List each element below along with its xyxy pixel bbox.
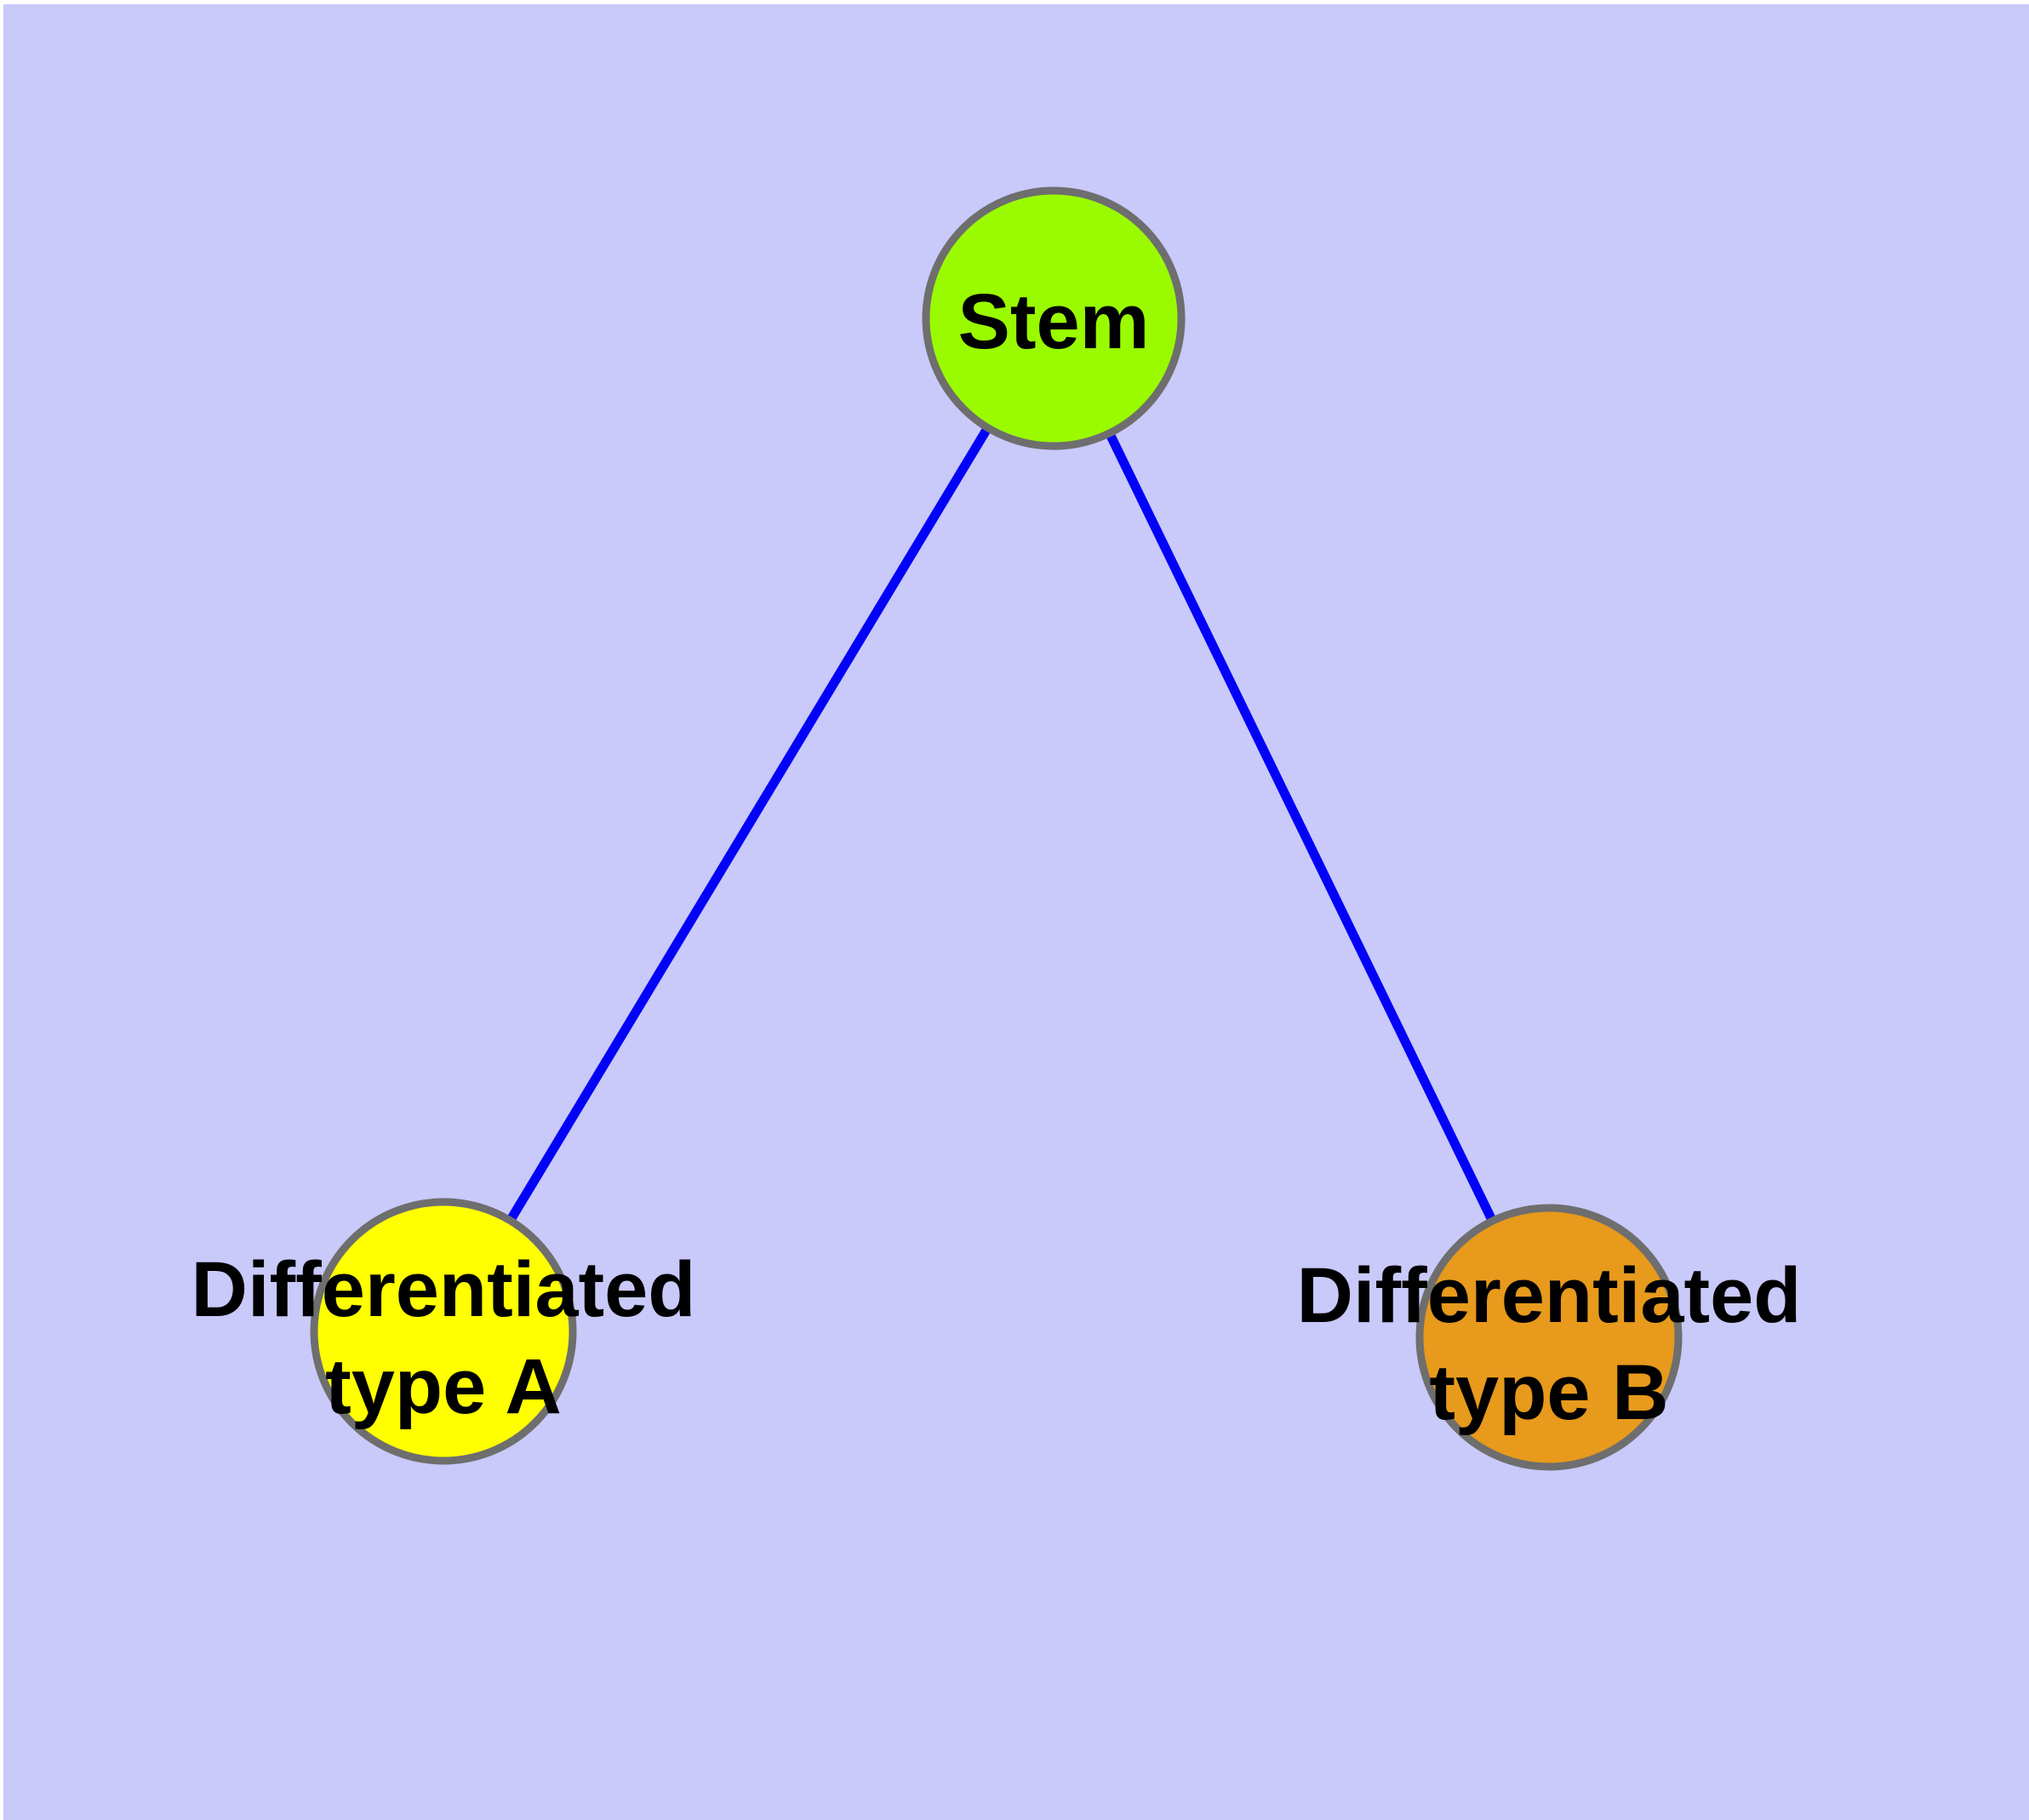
node-type-a-label-line2: type A: [325, 1343, 562, 1430]
edge-stem-to-type-a: [439, 316, 1058, 1334]
node-type-b-label-line1: Differentiated: [1297, 1252, 1802, 1339]
node-type-a-label-line1: Differentiated: [191, 1246, 696, 1333]
node-stem-label: Stem: [958, 278, 1150, 365]
node-differentiated-type-a: [310, 1198, 577, 1465]
node-stem: [922, 186, 1186, 450]
node-type-b-label-line2: type B: [1429, 1349, 1668, 1436]
edge-stem-to-type-b: [1049, 316, 1553, 1340]
node-differentiated-type-b: [1415, 1204, 1683, 1471]
